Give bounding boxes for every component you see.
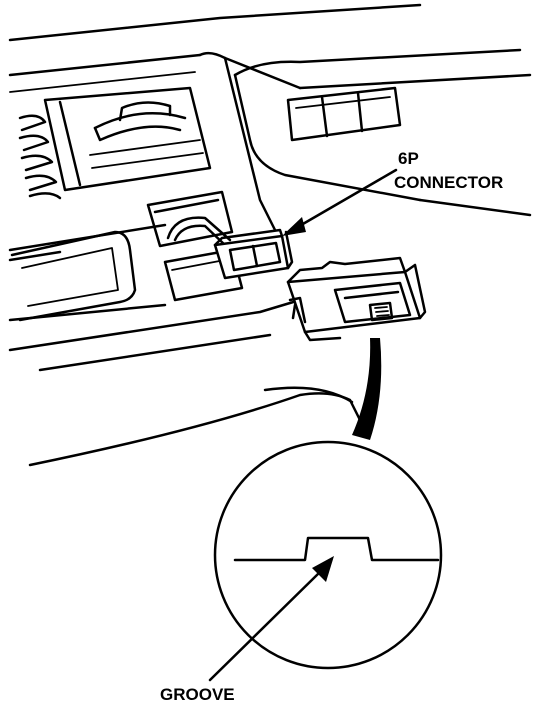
dashboard-panel <box>8 3 532 467</box>
groove-leader <box>208 556 334 682</box>
defroster-switch <box>286 256 427 342</box>
button-panel <box>286 86 402 142</box>
detail-magnifier <box>213 440 443 670</box>
detail-pointer <box>352 338 382 440</box>
connector-leader <box>282 168 398 236</box>
groove-label: GROOVE <box>160 685 235 704</box>
connector-label-line2: CONNECTOR <box>394 173 503 192</box>
air-vent <box>18 86 212 200</box>
connector-label-line1: 6P <box>398 149 419 168</box>
6p-connector <box>213 228 294 280</box>
lower-left-panel <box>10 230 137 322</box>
wire-harness <box>166 216 232 247</box>
